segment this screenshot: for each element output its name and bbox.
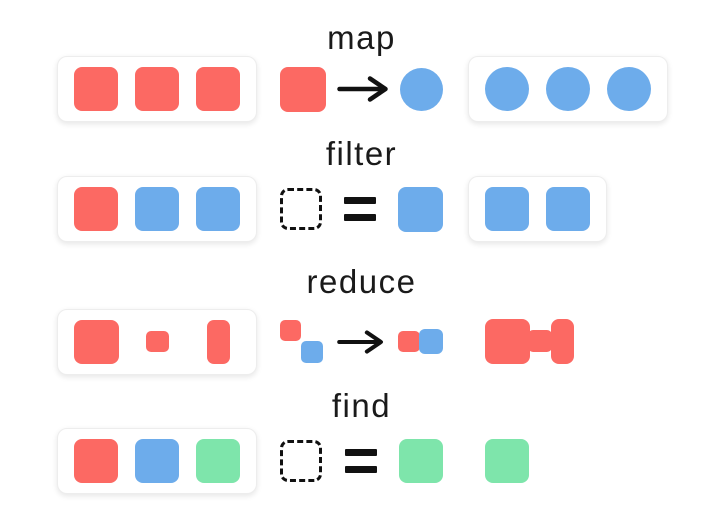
red-square-large — [485, 319, 530, 364]
red-blue-diagonal-pair — [280, 320, 324, 363]
red-blue-merged-pair — [398, 329, 443, 354]
red-square-small — [398, 331, 420, 352]
row-shapes — [0, 56, 720, 122]
red-square — [196, 67, 240, 111]
red-rect-tall — [206, 319, 230, 364]
array-slot — [546, 187, 590, 231]
row-title-find: find — [331, 387, 392, 424]
blue-circle — [607, 67, 651, 111]
output-array — [468, 56, 668, 122]
equals-icon — [344, 448, 377, 473]
array-slot — [74, 187, 118, 231]
input-array — [57, 56, 257, 122]
red-square — [74, 438, 118, 483]
output-array — [468, 308, 574, 375]
blue-square — [135, 187, 179, 231]
equals-icon — [344, 197, 376, 221]
red-square — [74, 187, 118, 231]
blue-square — [196, 187, 240, 231]
array-slot — [73, 319, 119, 364]
equals-bar — [344, 214, 376, 221]
red-square-small — [280, 320, 301, 341]
array-slot — [485, 67, 529, 111]
array-slot — [74, 438, 118, 483]
arrow-icon — [336, 74, 390, 104]
output-array — [468, 176, 607, 242]
red-square — [74, 67, 118, 111]
dashed-placeholder-square — [280, 439, 322, 482]
green-square — [399, 438, 443, 483]
red-square — [280, 66, 326, 112]
array-slot — [135, 187, 179, 231]
red-connector — [528, 330, 552, 352]
array-slot — [135, 67, 179, 111]
blue-square-small — [419, 329, 443, 354]
input-array-box — [57, 427, 257, 494]
operation-map — [280, 57, 443, 121]
array-slot — [546, 67, 590, 111]
output-array-box — [468, 56, 668, 122]
operation-find — [280, 428, 443, 493]
blue-square — [135, 438, 179, 483]
equals-bar — [344, 448, 377, 456]
green-square — [196, 438, 240, 483]
red-square-small — [145, 331, 169, 352]
blue-circle — [400, 67, 443, 111]
array-slot — [196, 187, 240, 231]
dashed-placeholder-square — [280, 188, 322, 230]
row-shapes — [0, 308, 720, 375]
input-array — [57, 176, 257, 242]
red-square-large — [73, 319, 119, 364]
row-title-reduce: reduce — [306, 263, 417, 300]
input-array-box — [57, 176, 257, 242]
blue-circle — [485, 67, 529, 111]
arrow-icon — [337, 328, 385, 356]
row-shapes — [0, 427, 720, 494]
output-array-box — [468, 176, 607, 242]
operation-filter — [280, 177, 443, 241]
blue-circle — [546, 67, 590, 111]
output-array — [468, 428, 529, 493]
operation-reduce — [280, 308, 443, 375]
row-title-map: map — [327, 19, 396, 56]
blue-square — [485, 187, 529, 231]
blue-square — [546, 187, 590, 231]
array-slot — [196, 319, 240, 364]
array-slot — [74, 67, 118, 111]
blue-square-small — [301, 341, 323, 363]
input-array-box — [57, 308, 257, 375]
array-slot — [196, 67, 240, 111]
blue-square — [398, 186, 443, 232]
array-slot — [196, 438, 240, 483]
array-slot — [135, 438, 179, 483]
row-shapes — [0, 176, 720, 242]
array-slot — [135, 320, 179, 364]
array-slot — [607, 67, 651, 111]
equals-bar — [344, 197, 376, 204]
equals-bar — [344, 465, 377, 473]
input-array — [57, 308, 257, 375]
reduced-merged-shape — [485, 319, 574, 364]
red-square — [135, 67, 179, 111]
input-array-box — [57, 56, 257, 122]
input-array — [57, 427, 257, 494]
row-title-filter: filter — [325, 135, 398, 172]
array-slot — [485, 187, 529, 231]
green-square — [485, 438, 529, 483]
red-rect-tall — [551, 319, 574, 364]
